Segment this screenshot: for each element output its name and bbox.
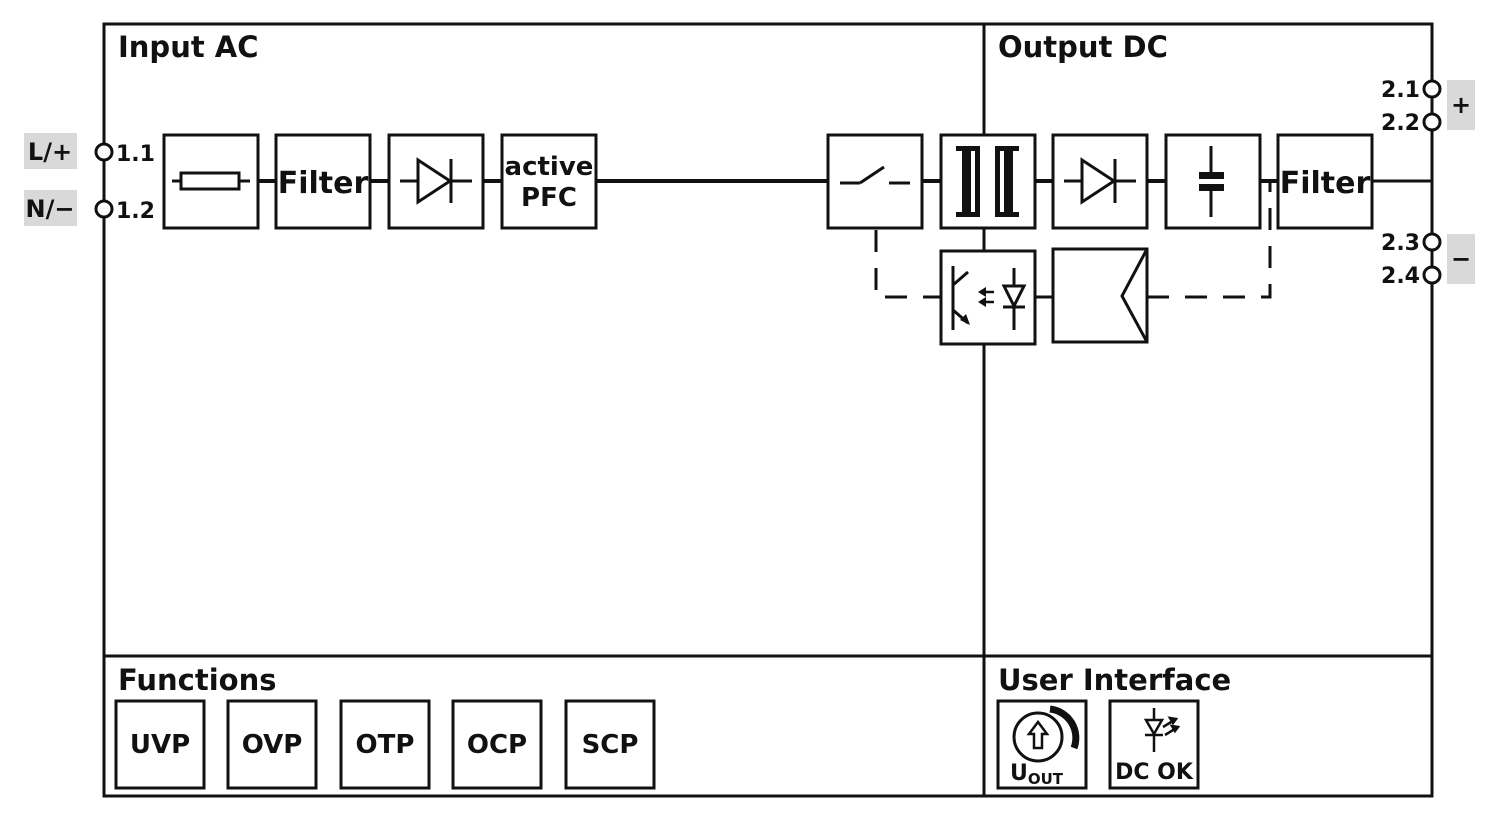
terminal-1-1-label: 1.1 — [116, 142, 155, 167]
optocoupler-block — [939, 249, 1037, 346]
controller-block — [1051, 247, 1149, 344]
output-filter-block: Filter — [1276, 133, 1374, 230]
output-rectifier-block — [1051, 133, 1149, 230]
terminal-2-3-label: 2.3 — [1381, 231, 1420, 256]
input-filter-block: Filter — [274, 133, 372, 230]
section-title-functions: Functions — [118, 663, 276, 697]
function-label-otp: OTP — [356, 730, 415, 760]
uout-adjust-box: UOUT — [996, 699, 1088, 790]
pfc-label-line1: active — [505, 152, 594, 182]
terminal-2-2-label: 2.2 — [1381, 111, 1420, 136]
outer-border — [102, 22, 1434, 798]
function-box-otp: OTP — [339, 699, 431, 790]
section-title-user-interface: User Interface — [998, 663, 1231, 697]
function-box-scp: SCP — [564, 699, 656, 790]
function-box-ocp: OCP — [451, 699, 543, 790]
frame — [102, 22, 1434, 798]
terminal-2-4 — [1422, 265, 1442, 285]
pfc-block: active PFC — [500, 133, 598, 230]
arrow-up-icon — [1026, 719, 1050, 750]
dcok-label: DC OK — [1115, 760, 1194, 785]
uout-subscript: OUT — [1028, 770, 1064, 788]
capacitor-icon — [1199, 146, 1224, 217]
function-label-ocp: OCP — [467, 730, 527, 760]
input-badge-n-label: N/− — [26, 195, 75, 223]
function-label-uvp: UVP — [130, 730, 190, 760]
feedback-loop — [874, 183, 1272, 299]
function-label-scp: SCP — [582, 730, 639, 760]
terminal-2-4-label: 2.4 — [1381, 264, 1420, 289]
rectifier-block — [387, 133, 485, 230]
section-title-output: Output DC — [998, 30, 1168, 64]
input-filter-label: Filter — [278, 166, 369, 201]
capacitor-block — [1164, 133, 1262, 230]
pfc-label-line2: PFC — [521, 183, 577, 213]
dcok-led-box: DC OK — [1108, 699, 1200, 790]
function-box-ovp: OVP — [226, 699, 318, 790]
led-icon — [1143, 708, 1181, 752]
switch-icon — [840, 165, 910, 185]
dial-arc-icon — [1049, 705, 1080, 750]
terminal-2-1-label: 2.1 — [1381, 78, 1420, 103]
function-label-ovp: OVP — [242, 730, 303, 760]
uout-main: U — [1010, 761, 1028, 786]
output-filter-label: Filter — [1280, 166, 1371, 201]
terminal-2-2 — [1422, 112, 1442, 132]
output-badge-minus-label: − — [1451, 245, 1471, 273]
transformer-icon — [956, 146, 1019, 217]
fuse-icon — [179, 171, 241, 191]
section-title-input: Input AC — [118, 30, 259, 64]
fuse-block — [162, 133, 260, 230]
terminal-1-1 — [94, 142, 114, 162]
terminal-2-3 — [1422, 232, 1442, 252]
input-badge-l: L/+ — [24, 133, 77, 169]
output-diode-icon — [1064, 157, 1136, 205]
transformer-block — [939, 133, 1037, 230]
output-badge-plus-label: + — [1451, 91, 1471, 119]
output-badge-plus: + — [1447, 80, 1475, 130]
optocoupler-icon — [951, 266, 1027, 330]
terminal-1-2-label: 1.2 — [116, 199, 155, 224]
output-badge-minus: − — [1447, 234, 1475, 284]
uout-label: UOUT — [1010, 761, 1064, 788]
function-box-uvp: UVP — [114, 699, 206, 790]
switch-block — [826, 133, 924, 230]
input-badge-l-label: L/+ — [28, 138, 72, 166]
terminal-2-1 — [1422, 79, 1442, 99]
input-badge-n: N/− — [24, 190, 77, 226]
controller-icon — [1120, 248, 1149, 343]
diode-icon — [400, 157, 472, 205]
terminal-1-2 — [94, 199, 114, 219]
